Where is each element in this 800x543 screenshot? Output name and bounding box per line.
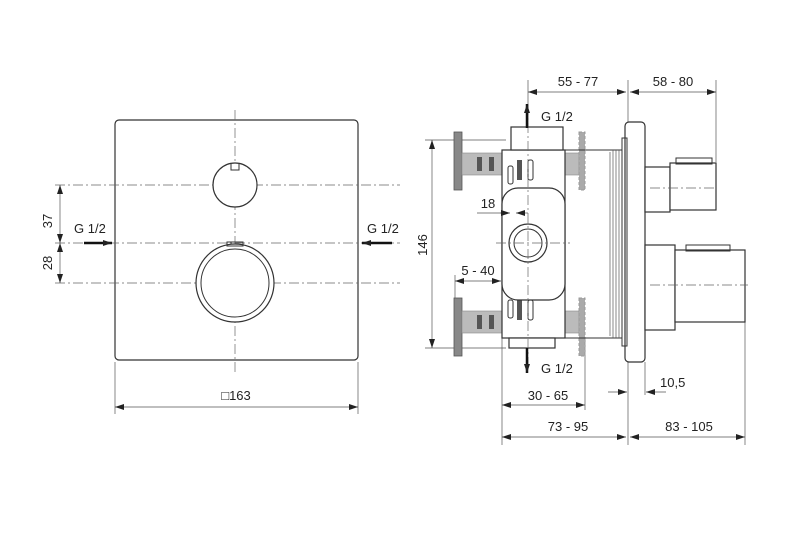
dim-5-40: 5 - 40 (455, 263, 501, 284)
dim-58-80: 58 - 80 (630, 74, 716, 95)
dim-55-77: 55 - 77 (528, 74, 626, 95)
dim-37-label: 37 (40, 214, 55, 228)
dim-10-5-label: 10,5 (660, 375, 685, 390)
dim-58-80-label: 58 - 80 (653, 74, 693, 89)
outlet-bottom-label: G 1/2 (541, 361, 573, 376)
dim-37: 37 (40, 185, 63, 243)
dim-10-5: 10,5 (608, 375, 685, 395)
dim-163-label: □163 (221, 388, 251, 403)
thermostat-knob (195, 241, 275, 323)
dim-73-95-label: 73 - 95 (548, 419, 588, 434)
dim-146: 146 (415, 140, 435, 348)
dim-73-95: 73 - 95 (502, 419, 626, 440)
side-view: 55 - 77 58 - 80 G 1/2 G 1/2 18 5 - 40 14… (415, 74, 748, 445)
cover-plate (114, 119, 359, 361)
thermostat-handle-side (644, 244, 748, 331)
inlet-right: G 1/2 (362, 221, 399, 246)
dim-18: 18 (477, 196, 528, 216)
outlet-top: G 1/2 (524, 104, 573, 128)
flow-handle-side (644, 157, 717, 213)
dim-28-label: 28 (40, 256, 55, 270)
outlet-bottom: G 1/2 (524, 348, 573, 376)
housing (564, 149, 623, 339)
inlet-right-label: G 1/2 (367, 221, 399, 236)
housing-grooves (609, 150, 620, 338)
outlet-top-label: G 1/2 (541, 109, 573, 124)
dim-30-65-label: 30 - 65 (528, 388, 568, 403)
inlet-left: G 1/2 (74, 221, 112, 246)
dim-5-40-label: 5 - 40 (461, 263, 494, 278)
top-nut (510, 126, 564, 151)
flow-knob (212, 162, 258, 208)
dim-55-77-label: 55 - 77 (558, 74, 598, 89)
dim-163: □163 (114, 362, 359, 414)
dim-30-65: 30 - 65 (502, 388, 585, 408)
front-view: 37 28 G 1/2 G 1/2 □163 (40, 110, 400, 414)
cover-plate-side (624, 121, 646, 363)
dim-83-105-label: 83 - 105 (665, 419, 713, 434)
dim-28: 28 (40, 243, 63, 283)
dim-18-label: 18 (481, 196, 495, 211)
dim-146-label: 146 (415, 234, 430, 256)
inlet-left-label: G 1/2 (74, 221, 106, 236)
dim-83-105: 83 - 105 (630, 419, 745, 440)
